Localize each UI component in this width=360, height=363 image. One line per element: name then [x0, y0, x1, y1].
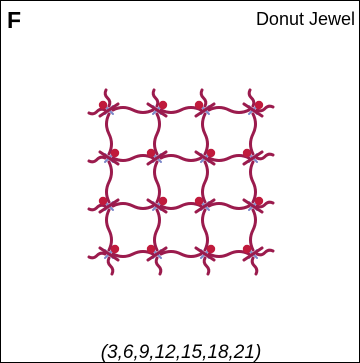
node-bead: [158, 196, 168, 206]
vertical-strand: [105, 112, 113, 156]
node-bead: [110, 244, 120, 254]
vertical-strand: [249, 160, 257, 204]
node-bead: [206, 244, 216, 254]
node-arm: [146, 150, 168, 166]
node-bead: [194, 196, 204, 206]
edge-tail: [87, 155, 107, 164]
node-bead: [158, 100, 168, 110]
node-arm: [194, 150, 216, 166]
horizontal-strand: [207, 154, 251, 162]
edge-tail: [106, 256, 115, 276]
edge-tail: [103, 88, 112, 108]
node-bead: [98, 196, 108, 206]
vertical-strand: [153, 112, 161, 156]
node-arm: [146, 102, 168, 118]
node-arm: [194, 246, 216, 262]
node-bead: [110, 148, 120, 158]
edge-tail: [199, 88, 208, 108]
edge-tail: [87, 203, 107, 212]
vertical-strand: [201, 112, 209, 156]
edge-tail: [151, 88, 160, 108]
edge-tail: [154, 256, 163, 276]
node-bead: [242, 148, 252, 158]
node-bead: [146, 148, 156, 158]
node-bead: [146, 244, 156, 254]
panel-title: Donut Jewel: [255, 9, 355, 29]
vertical-strand: [201, 160, 209, 204]
horizontal-strand: [159, 106, 203, 114]
vertical-strand: [153, 160, 161, 204]
node-arm: [98, 102, 120, 118]
sequence-label: (3,6,9,12,15,18,21): [100, 342, 262, 363]
horizontal-strand: [207, 202, 251, 210]
node-bead: [242, 244, 252, 254]
horizontal-strand: [111, 202, 155, 210]
horizontal-strand: [159, 202, 203, 210]
node-bead: [194, 100, 204, 110]
vertical-strand: [249, 208, 257, 252]
node-arm: [194, 198, 216, 214]
node-bead: [254, 196, 264, 206]
edge-tail: [202, 256, 211, 276]
edge-tail: [255, 104, 275, 113]
node-arm: [98, 150, 120, 166]
edge-tail: [255, 152, 275, 161]
panel-letter: F: [7, 7, 22, 33]
vertical-strand: [105, 208, 113, 252]
node-arm: [146, 198, 168, 214]
edge-tail: [87, 251, 107, 260]
horizontal-strand: [111, 154, 155, 162]
lattice-layer: [87, 88, 275, 276]
node-arm: [146, 246, 168, 262]
edge-tail: [247, 88, 256, 108]
horizontal-strand: [207, 250, 251, 258]
vertical-strand: [201, 208, 209, 252]
node-arm: [242, 150, 264, 166]
edge-tail: [87, 107, 107, 116]
node-arm: [98, 246, 120, 262]
node-bead: [254, 100, 264, 110]
horizontal-strand: [111, 106, 155, 114]
node-arm: [242, 198, 264, 214]
vertical-strand: [249, 112, 257, 156]
horizontal-strand: [159, 250, 203, 258]
horizontal-strand: [159, 154, 203, 162]
edge-tail: [255, 248, 275, 257]
node-arm: [242, 246, 264, 262]
node-arm: [98, 198, 120, 214]
horizontal-strand: [207, 106, 251, 114]
edge-tail: [255, 200, 275, 209]
node-arm: [194, 102, 216, 118]
vertical-strand: [105, 160, 113, 204]
edge-tail: [250, 256, 259, 276]
node-arm: [242, 102, 264, 118]
node-bead: [98, 100, 108, 110]
horizontal-strand: [111, 250, 155, 258]
node-bead: [206, 148, 216, 158]
vertical-strand: [153, 208, 161, 252]
